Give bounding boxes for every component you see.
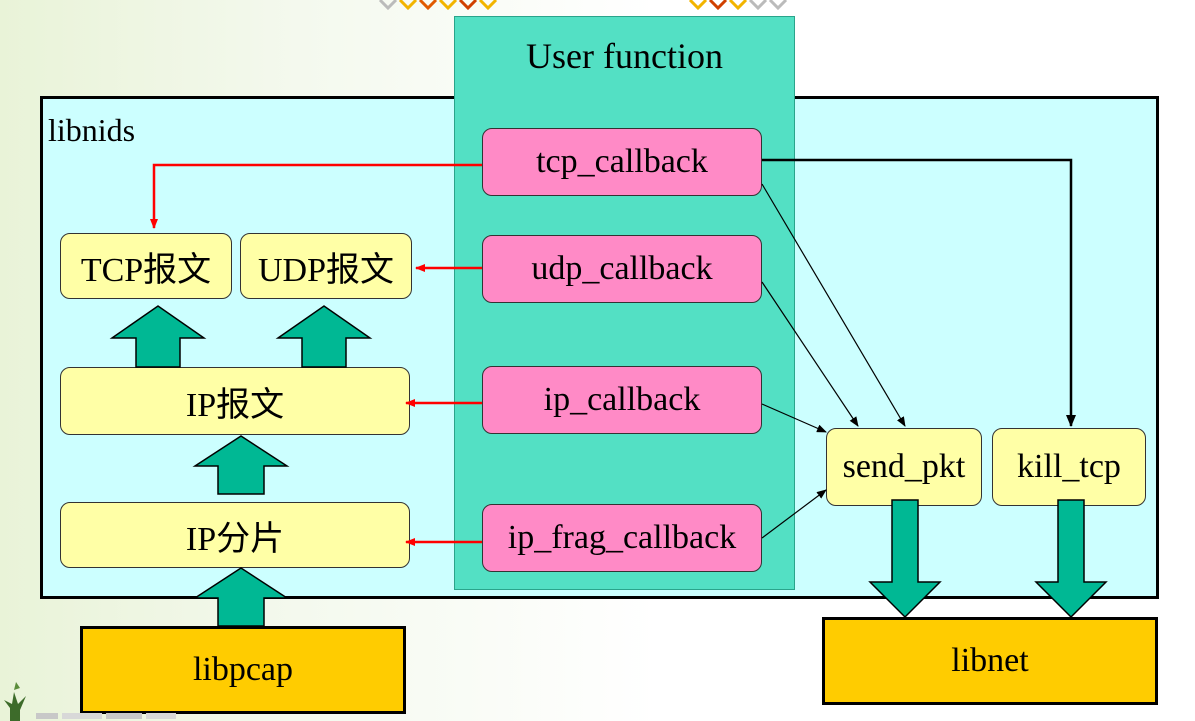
tcp-packet-box: TCP报文	[60, 233, 232, 299]
libnet-box: libnet	[822, 617, 1158, 705]
arrow-udp-callback-to-send-pkt	[761, 281, 859, 427]
flow-arrow-killtcp-to-libnet	[1034, 499, 1108, 619]
user-function-label: User function	[526, 36, 723, 76]
arrow-tcp-callback-to-tcp	[150, 163, 482, 229]
top-ornament	[378, 0, 788, 10]
arrow-ipfrag-callback-to-send-pkt	[761, 489, 827, 539]
libnids-label: libnids	[48, 112, 136, 148]
flow-arrow-libpcap-to-ipfrag	[192, 567, 290, 627]
plant-logo	[4, 682, 176, 721]
ip-fragment-box: IP分片	[60, 502, 410, 568]
flow-arrow-ipfrag-to-ip	[192, 435, 290, 495]
flow-arrow-sendpkt-to-libnet	[868, 499, 942, 619]
udp-callback-box: udp_callback	[482, 235, 762, 303]
tcp-callback-box: tcp_callback	[482, 128, 762, 196]
ip-frag-callback-box: ip_frag_callback	[482, 504, 762, 572]
send-pkt-box: send_pkt	[826, 428, 982, 506]
ip-callback-box: ip_callback	[482, 366, 762, 434]
user-function-column	[454, 16, 795, 590]
kill-tcp-box: kill_tcp	[992, 428, 1146, 506]
arrow-tcp-callback-to-send-pkt	[761, 183, 906, 427]
arrow-tcp-callback-to-kill-tcp	[762, 158, 1076, 427]
libpcap-box: libpcap	[80, 626, 406, 714]
flow-arrow-ip-to-tcp	[109, 305, 207, 368]
flow-arrow-ip-to-udp	[275, 305, 373, 368]
ip-packet-box: IP报文	[60, 367, 410, 435]
arrow-ip-callback-to-send-pkt	[761, 403, 827, 433]
udp-packet-box: UDP报文	[240, 233, 412, 299]
